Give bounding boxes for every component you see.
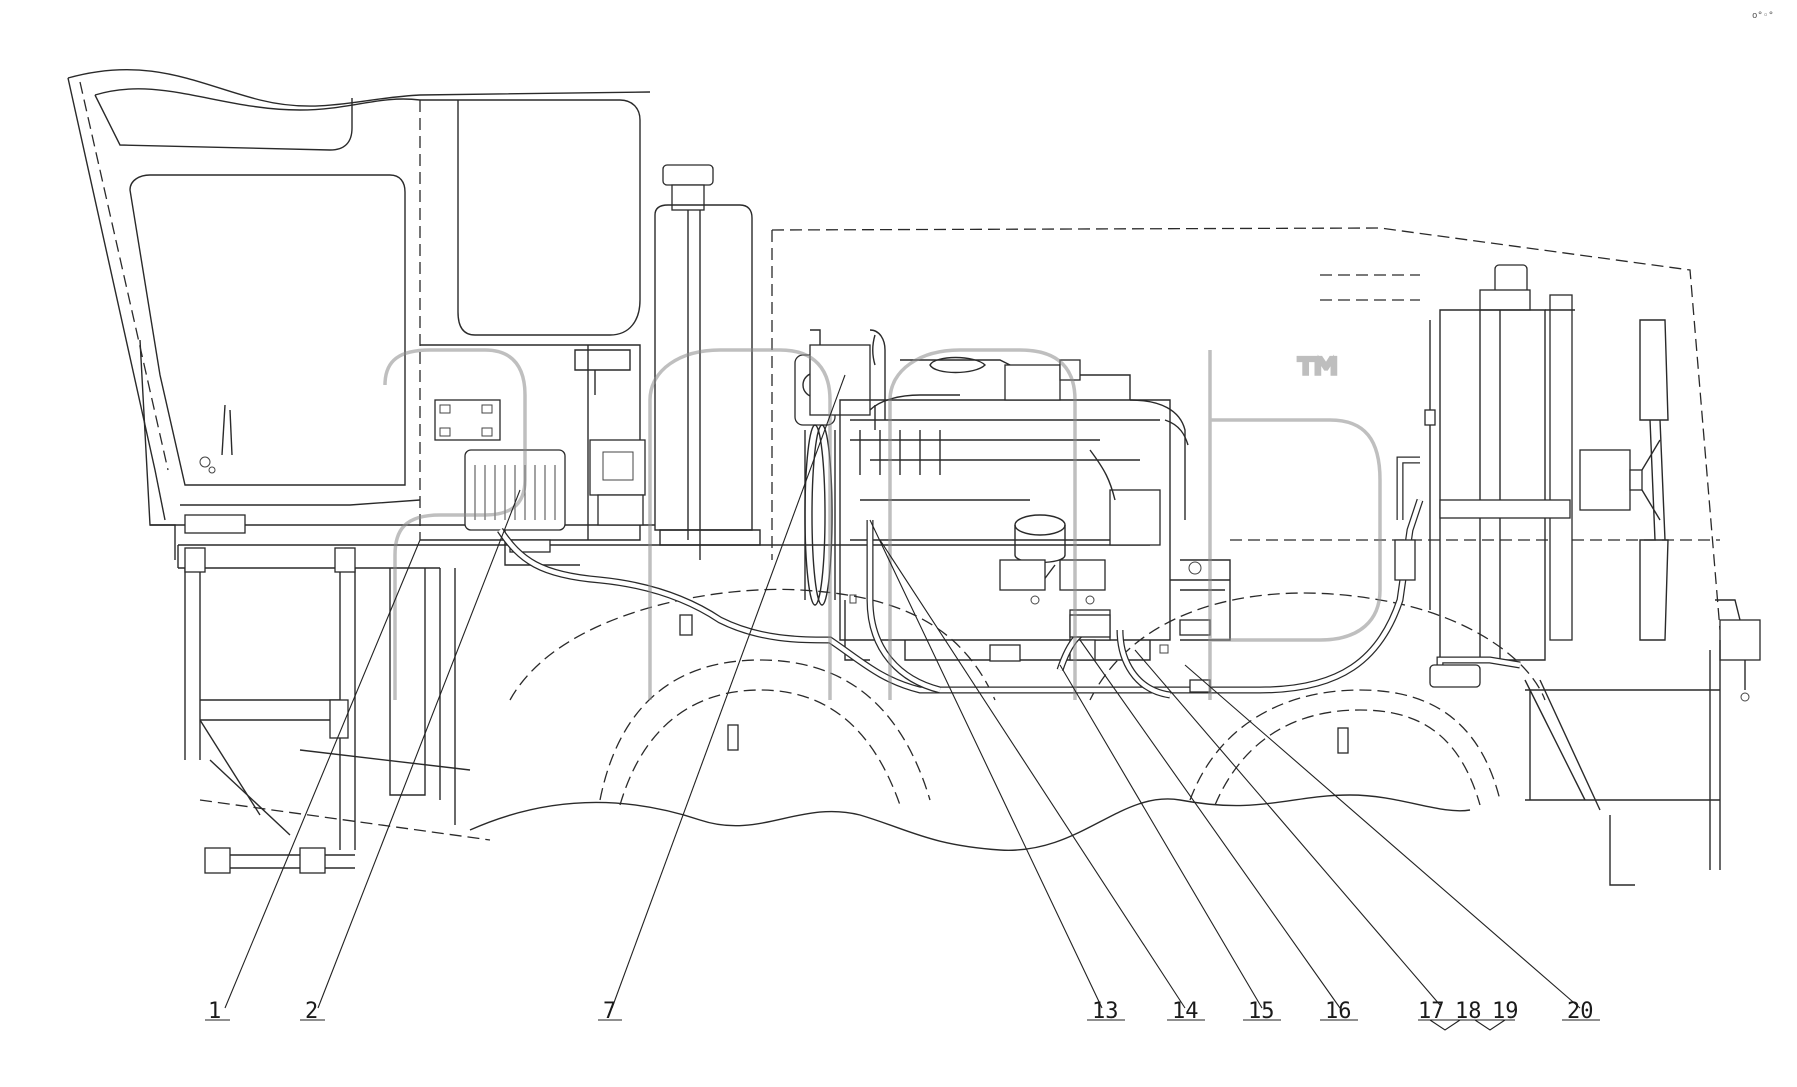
callout-labels: 1 2 7 13 14 15 16 17 18 19 20 bbox=[208, 999, 1594, 1024]
callout-18: 18 bbox=[1455, 999, 1482, 1024]
callout-13: 13 bbox=[1092, 999, 1119, 1024]
callout-17: 17 bbox=[1418, 999, 1445, 1024]
radiator-assembly bbox=[1424, 264, 1761, 886]
leader-lines bbox=[205, 374, 1600, 1031]
watermark-logo: ™ bbox=[383, 344, 1382, 700]
callout-1: 1 bbox=[208, 999, 221, 1024]
callout-19: 19 bbox=[1492, 999, 1519, 1024]
battery-area bbox=[434, 399, 646, 566]
vertical-canister bbox=[654, 164, 761, 560]
corner-mark: o°◦° bbox=[1752, 11, 1774, 21]
cab bbox=[67, 68, 655, 560]
callout-20: 20 bbox=[1567, 999, 1594, 1024]
trademark-symbol: ™ bbox=[1290, 346, 1348, 414]
callout-15: 15 bbox=[1248, 999, 1275, 1024]
engine-hood bbox=[771, 227, 1721, 631]
engine bbox=[794, 329, 1231, 661]
callout-7: 7 bbox=[603, 999, 616, 1024]
callout-16: 16 bbox=[1325, 999, 1352, 1024]
callout-14: 14 bbox=[1172, 999, 1199, 1024]
wiring-harness bbox=[497, 456, 1521, 699]
callout-2: 2 bbox=[305, 999, 318, 1024]
wheel-arches bbox=[469, 588, 1601, 851]
chassis-frame-left bbox=[177, 544, 1150, 874]
